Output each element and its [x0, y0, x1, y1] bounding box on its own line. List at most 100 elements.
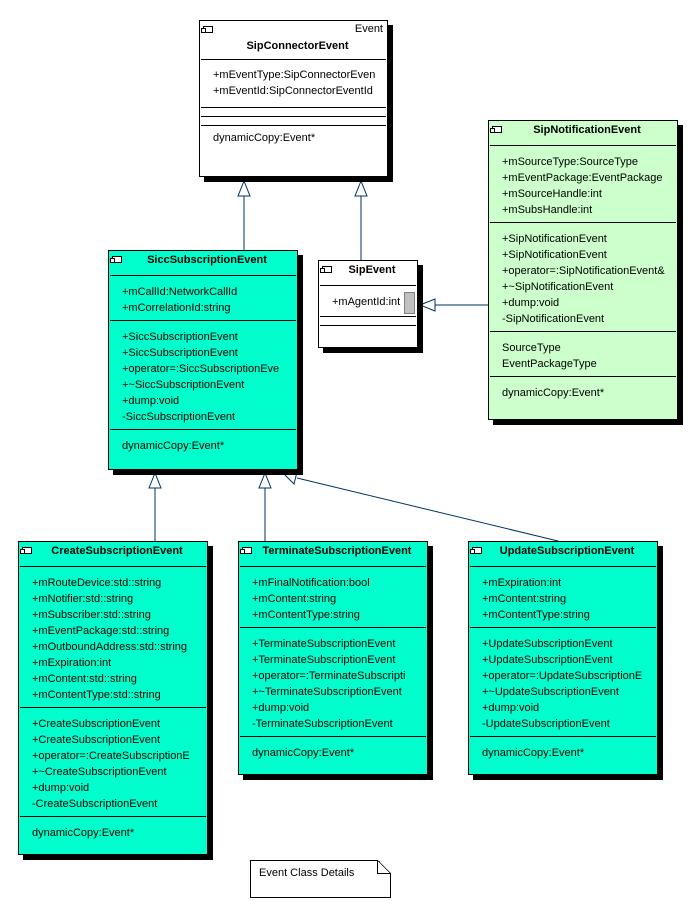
class-header: SiccSubscriptionEvent	[109, 251, 297, 275]
class-name: CreateSubscriptionEvent	[51, 545, 183, 557]
operations-section: dynamicCopy:Event*	[201, 125, 386, 150]
class-name: SipConnectorEvent	[246, 40, 349, 52]
class-create-subscription-event[interactable]: CreateSubscriptionEvent +mRouteDevice:st…	[18, 541, 208, 855]
class-update-subscription-event[interactable]: UpdateSubscriptionEvent +mExpiration:int…	[468, 541, 658, 775]
class-sip-connector-event[interactable]: Event SipConnectorEvent +mEventType:SipC…	[199, 20, 388, 177]
member-row: +SiccSubscriptionEvent	[122, 347, 238, 359]
note-text: Event Class Details	[259, 867, 355, 879]
class-icon	[110, 256, 122, 263]
empty-section	[320, 325, 416, 334]
methods-section: +SiccSubscriptionEvent +SiccSubscriptionE…	[110, 320, 296, 429]
operations-section: dynamicCopy:Event*	[490, 376, 676, 405]
member-row: dynamicCopy:Event*	[482, 747, 585, 759]
member-row: +UpdateSubscriptionEvent	[482, 638, 613, 650]
member-row: +mSourceType:SourceType	[502, 156, 639, 168]
attributes-section: +mFinalNotification:bool+mContent:string…	[240, 566, 426, 627]
note-event-class-details[interactable]: Event Class Details	[250, 860, 391, 898]
member-row: -SiccSubscriptionEvent	[122, 411, 236, 423]
scrollbar-thumb[interactable]	[404, 292, 415, 314]
member-row: +SipNotificationEvent	[502, 249, 607, 261]
member-row: dynamicCopy:Event*	[213, 132, 316, 144]
member-row: +mContentType:string	[252, 609, 360, 621]
class-sip-event[interactable]: SipEvent +mAgentId:int	[318, 260, 418, 348]
member-row: +mEventPackage:EventPackage	[502, 172, 663, 184]
member-row: +UpdateSubscriptionEvent	[482, 654, 613, 666]
class-terminate-subscription-event[interactable]: TerminateSubscriptionEvent +mFinalNotifi…	[238, 541, 428, 775]
empty-section	[201, 107, 386, 116]
member-row: -UpdateSubscriptionEvent	[482, 718, 610, 730]
attributes-section: +mRouteDevice:std::string+mNotifier:std:…	[20, 566, 206, 707]
member-row: +operator=:CreateSubscriptionE	[32, 750, 190, 762]
class-icon	[470, 547, 482, 554]
member-row: -CreateSubscriptionEvent	[32, 798, 158, 810]
operations-section: dynamicCopy:Event*	[110, 429, 296, 458]
member-row: +mCorrelationId:string	[122, 302, 231, 314]
member-row: dynamicCopy:Event*	[32, 827, 135, 839]
member-row: +operator=:TerminateSubscripti	[252, 670, 406, 682]
empty-section	[201, 116, 386, 125]
member-row: +mExpiration:int	[482, 577, 562, 589]
class-header: SipEvent	[319, 261, 417, 285]
empty-section	[320, 316, 416, 325]
attributes-section: +mCallId:NetworkCallId +mCorrelationId:st…	[110, 275, 296, 320]
member-row: +mFinalNotification:bool	[252, 577, 370, 589]
member-row: +SipNotificationEvent	[502, 233, 607, 245]
attributes-section: +mSourceType:SourceType +mEventPackage:Ev…	[490, 145, 676, 222]
member-row: dynamicCopy:Event*	[252, 747, 355, 759]
member-row: +TerminateSubscriptionEvent	[252, 654, 396, 666]
methods-section: +CreateSubscriptionEvent +CreateSubscript…	[20, 707, 206, 816]
class-header: TerminateSubscriptionEvent	[239, 542, 427, 566]
member-row: +dump:void	[482, 702, 540, 714]
member-row: +mContentType:std::string	[32, 689, 161, 701]
member-row: +mOutboundAddress:std::string	[32, 641, 187, 653]
member-row: +mSourceHandle:int	[502, 188, 602, 200]
member-row: EventPackageType	[502, 358, 597, 370]
member-row: +mCallId:NetworkCallId	[122, 286, 238, 298]
member-row: +mSubscriber:std::string	[32, 609, 151, 621]
class-name: SiccSubscriptionEvent	[147, 254, 267, 266]
methods-section: +SipNotificationEvent +SipNotificationEve…	[490, 222, 676, 331]
member-row: dynamicCopy:Event*	[502, 387, 605, 399]
member-row: +~UpdateSubscriptionEvent	[482, 686, 619, 698]
attributes-section: +mEventType:SipConnectorEven +mEventId:Si…	[201, 59, 386, 107]
member-row: dynamicCopy:Event*	[122, 440, 225, 452]
inheritance-arrowhead	[237, 179, 251, 197]
inheritance-arrowhead	[418, 298, 436, 312]
member-row: +mContentType:string	[482, 609, 590, 621]
class-icon	[20, 547, 32, 554]
methods-section: +UpdateSubscriptionEvent +UpdateSubscript…	[470, 627, 656, 736]
operations-section: dynamicCopy:Event*	[20, 816, 206, 845]
member-row: +mEventId:SipConnectorEventId	[213, 85, 373, 97]
member-row: +dump:void	[122, 395, 180, 407]
member-row: -TerminateSubscriptionEvent	[252, 718, 393, 730]
class-header: SipNotificationEvent	[489, 121, 677, 145]
class-name: TerminateSubscriptionEvent	[262, 545, 412, 557]
class-icon	[201, 26, 213, 33]
operations-section: dynamicCopy:Event*	[240, 736, 426, 765]
member-row: +dump:void	[32, 782, 90, 794]
member-row: -SipNotificationEvent	[502, 313, 605, 325]
inheritance-arrowhead	[148, 471, 162, 489]
member-row: +~SiccSubscriptionEvent	[122, 379, 245, 391]
member-row: +CreateSubscriptionEvent	[32, 718, 161, 730]
member-row: +SiccSubscriptionEvent	[122, 331, 238, 343]
member-row: +operator=:SipNotificationEvent&	[502, 265, 665, 277]
operations-section: dynamicCopy:Event*	[470, 736, 656, 765]
member-row: +operator=:SiccSubscriptionEve	[122, 363, 280, 375]
member-row: +mNotifier:std::string	[32, 593, 134, 605]
member-row: +~SipNotificationEvent	[502, 281, 614, 293]
class-header: Event SipConnectorEvent	[200, 21, 387, 59]
class-header: UpdateSubscriptionEvent	[469, 542, 657, 566]
class-name: SipNotificationEvent	[533, 124, 641, 136]
member-row: SourceType	[502, 342, 561, 354]
class-sicc-subscription-event[interactable]: SiccSubscriptionEvent +mCallId:NetworkCa…	[108, 250, 298, 470]
member-row: +operator=:UpdateSubscriptionE	[482, 670, 643, 682]
member-row: +mRouteDevice:std::string	[32, 577, 162, 589]
member-row: +CreateSubscriptionEvent	[32, 734, 161, 746]
member-row: +mEventType:SipConnectorEven	[213, 69, 376, 81]
class-sip-notification-event[interactable]: SipNotificationEvent +mSourceType:Source…	[488, 120, 678, 420]
member-row: +TerminateSubscriptionEvent	[252, 638, 396, 650]
member-row: +dump:void	[252, 702, 310, 714]
